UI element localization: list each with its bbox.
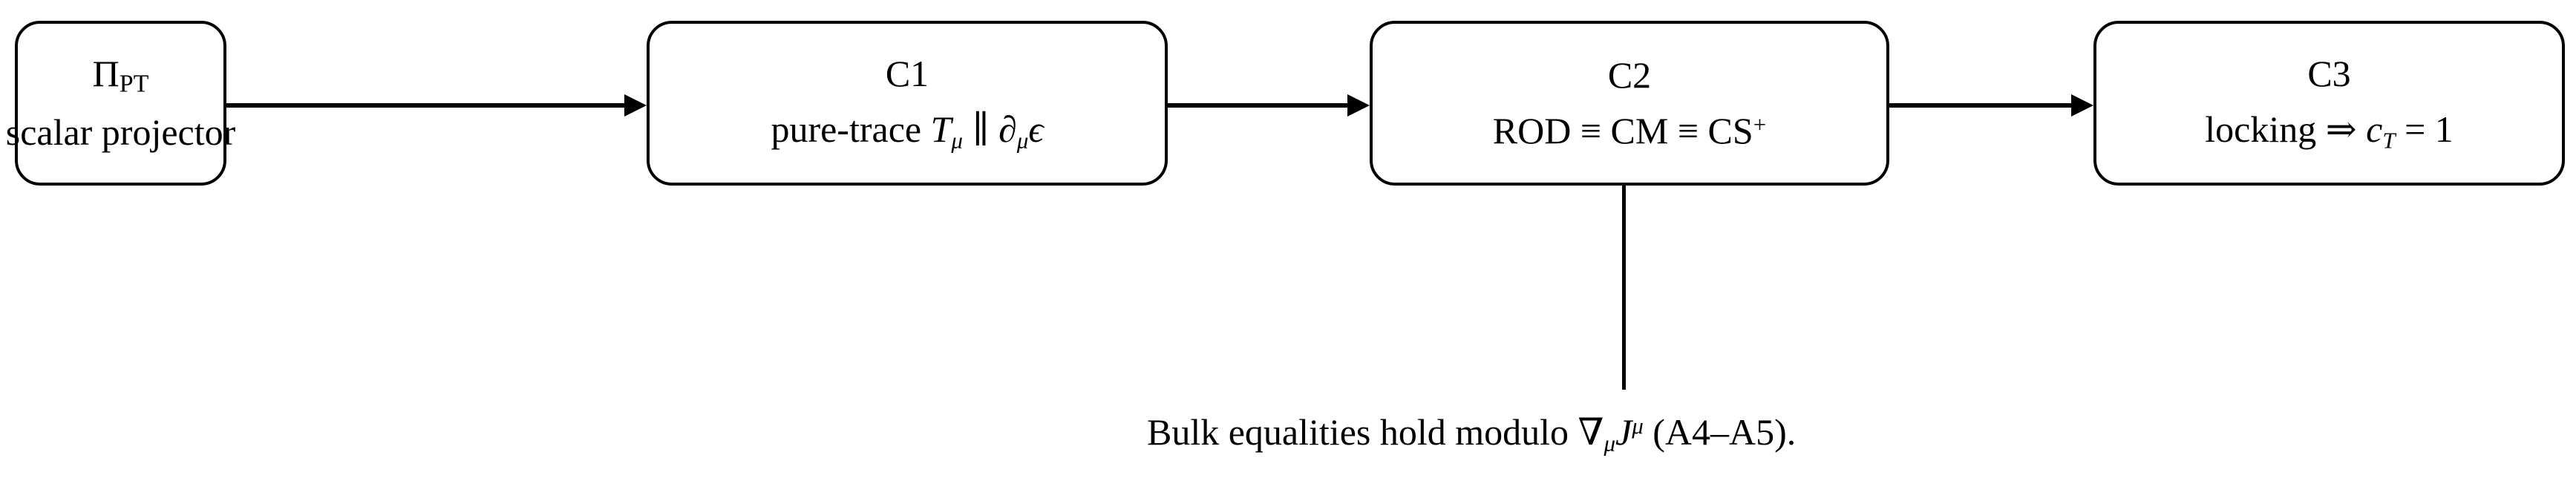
node-c2-subtitle: ROD ≡ CM ≡ CS+ xyxy=(1492,110,1767,151)
node-pi-pt[interactable]: ΠPT scalar projector xyxy=(6,21,235,186)
arrow-head xyxy=(624,94,647,117)
node-c2-title: C2 xyxy=(1607,54,1652,96)
arrow-shaft xyxy=(1889,103,2074,108)
node-c3-title: C3 xyxy=(2307,52,2351,94)
node-c3-subtitle: locking ⇒ cT = 1 xyxy=(2205,108,2454,154)
note-connector-line xyxy=(1622,184,1626,390)
node-pi-pt-title: ΠPT xyxy=(92,52,149,98)
node-c1[interactable]: C1 pure-trace Tμ ∥ ∂μϵ xyxy=(647,21,1168,186)
node-pi-pt-subtitle: scalar projector xyxy=(5,111,236,154)
node-pi-pt-title-subscript: PT xyxy=(119,70,149,98)
node-c2[interactable]: C2 ROD ≡ CM ≡ CS+ xyxy=(1370,21,1889,186)
footnote-text: Bulk equalities hold modulo ∇μJμ (A4–A5)… xyxy=(1147,411,1797,456)
arrow-head xyxy=(2071,94,2093,117)
arrow-shaft xyxy=(1168,103,1350,108)
node-c3[interactable]: C3 locking ⇒ cT = 1 xyxy=(2093,21,2565,186)
arrow-shaft xyxy=(226,103,627,108)
arrow-head xyxy=(1347,94,1370,117)
node-c1-subtitle: pure-trace Tμ ∥ ∂μϵ xyxy=(771,108,1044,154)
node-c1-title: C1 xyxy=(885,52,929,94)
